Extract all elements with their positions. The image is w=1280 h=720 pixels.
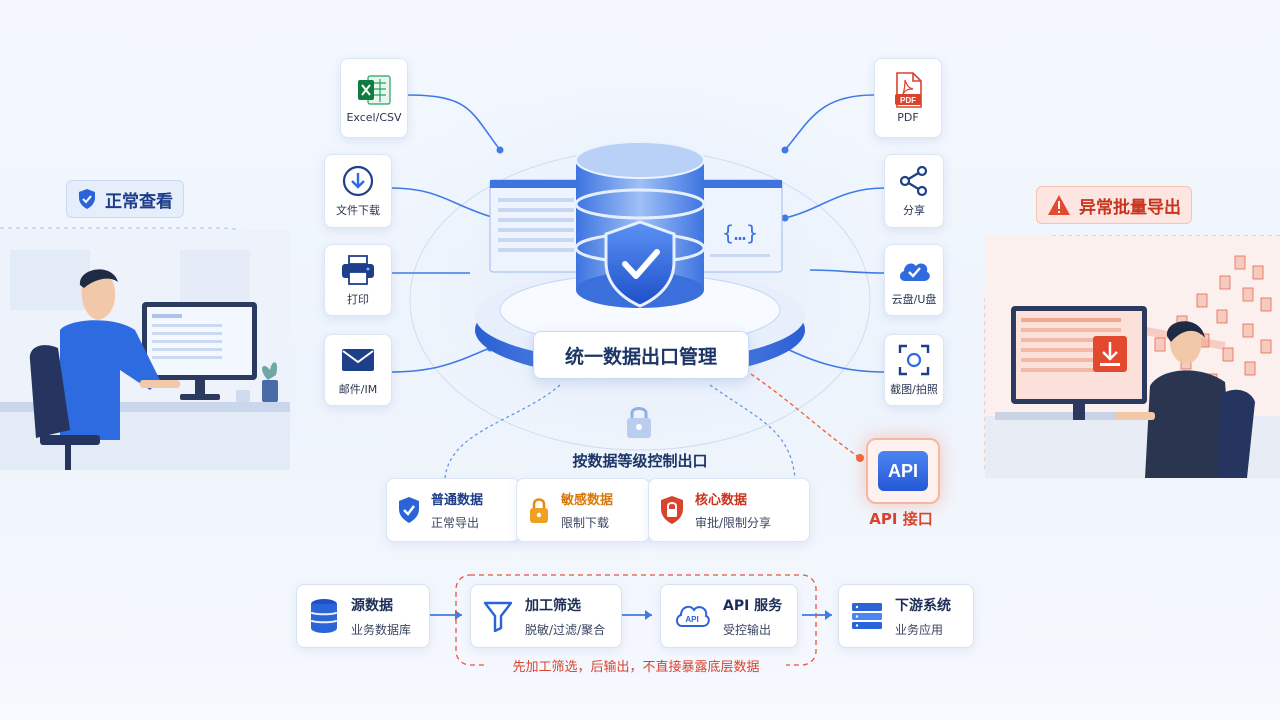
- lock-icon: [530, 498, 548, 523]
- download-icon: [338, 164, 378, 198]
- server-icon: [852, 603, 882, 629]
- pdf-badge: PDF: [900, 96, 916, 105]
- database-icon: [310, 599, 338, 633]
- flow-step-desc: 业务应用: [895, 622, 944, 637]
- svg-text:{…}: {…}: [722, 221, 758, 245]
- flow-step-name: 下游系统: [895, 597, 951, 614]
- cloud-usb-icon: [894, 253, 934, 287]
- level-normal-card[interactable]: 普通数据 正常导出: [386, 478, 520, 542]
- channel-label: 截图/拍照: [890, 383, 938, 396]
- flow-step-desc: 受控输出: [723, 622, 772, 637]
- printer-icon: [338, 253, 378, 287]
- center-title-box: 统一数据出口管理: [533, 331, 749, 379]
- channel-mail-im[interactable]: 邮件/IM: [324, 334, 392, 406]
- flow-step-desc: 脱敏/过滤/聚合: [525, 622, 606, 637]
- api-interface-label: API 接口: [869, 510, 933, 528]
- level-name: 敏感数据: [561, 493, 614, 508]
- level-name: 核心数据: [695, 493, 748, 508]
- level-desc: 限制下载: [561, 516, 610, 530]
- channel-label: 云盘/U盘: [891, 293, 937, 306]
- api-badge: API: [887, 460, 918, 481]
- level-desc: 审批/限制分享: [695, 516, 772, 530]
- abnormal-user-illustration: [985, 236, 1280, 478]
- flow-step-source-data[interactable]: 源数据 业务数据库: [296, 584, 430, 648]
- abnormal-export-tag: 异常批量导出: [1036, 186, 1192, 224]
- flow-step-downstream[interactable]: 下游系统 业务应用: [838, 584, 974, 648]
- flow-step-name: API 服务: [723, 597, 783, 614]
- center-title: 统一数据出口管理: [564, 345, 717, 368]
- channel-share[interactable]: 分享: [884, 154, 944, 228]
- channel-pdf[interactable]: PDF PDF: [874, 58, 942, 138]
- normal-view-tag: 正常查看: [66, 180, 184, 218]
- channel-excel-csv[interactable]: Excel/CSV: [340, 58, 408, 138]
- flow-step-name: 加工筛选: [525, 597, 581, 614]
- api-interface-box[interactable]: API: [866, 438, 940, 504]
- shield-lock-icon: [661, 496, 683, 524]
- filter-icon: [483, 601, 513, 632]
- lock-icon: [627, 407, 651, 438]
- channel-label: Excel/CSV: [346, 110, 402, 124]
- level-desc: 正常导出: [431, 516, 480, 530]
- channel-cloud-usb[interactable]: 云盘/U盘: [884, 244, 944, 316]
- channel-label: 邮件/IM: [338, 383, 378, 396]
- api-icon: API: [878, 451, 928, 491]
- warning-triangle-icon: [1048, 195, 1070, 215]
- api-cloud-icon: API: [676, 605, 710, 627]
- flow-step-api-service[interactable]: API API 服务 受控输出: [660, 584, 798, 648]
- level-sensitive-card[interactable]: 敏感数据 限制下载: [516, 478, 650, 542]
- abnormal-export-label: 异常批量导出: [1079, 197, 1181, 218]
- share-icon: [894, 164, 934, 198]
- channel-print[interactable]: 打印: [324, 244, 392, 316]
- level-section-title: 按数据等级控制出口: [572, 452, 708, 470]
- flow-step-desc: 业务数据库: [351, 622, 412, 637]
- flow-note: 先加工筛选，后输出，不直接暴露底层数据: [486, 656, 786, 675]
- shield-check-icon: [399, 497, 419, 523]
- screenshot-icon: [894, 343, 934, 377]
- normal-view-label: 正常查看: [105, 191, 173, 212]
- normal-user-illustration: [0, 230, 290, 470]
- channel-label: 分享: [903, 204, 925, 217]
- pdf-icon: PDF: [888, 71, 928, 108]
- level-name: 普通数据: [431, 493, 484, 508]
- channel-screenshot[interactable]: 截图/拍照: [884, 334, 944, 406]
- channel-label: 打印: [347, 293, 369, 306]
- flow-step-name: 源数据: [351, 597, 393, 614]
- level-core-card[interactable]: 核心数据 审批/限制分享: [648, 478, 810, 542]
- channel-label: 文件下载: [336, 204, 380, 217]
- api-cloud-text: API: [685, 615, 698, 624]
- channel-file-download[interactable]: 文件下载: [324, 154, 392, 228]
- excel-icon: [354, 73, 394, 107]
- channel-label: PDF: [897, 110, 919, 124]
- mail-icon: [338, 343, 378, 377]
- flow-step-processing[interactable]: 加工筛选 脱敏/过滤/聚合: [470, 584, 622, 648]
- shield-check-icon: [79, 189, 95, 209]
